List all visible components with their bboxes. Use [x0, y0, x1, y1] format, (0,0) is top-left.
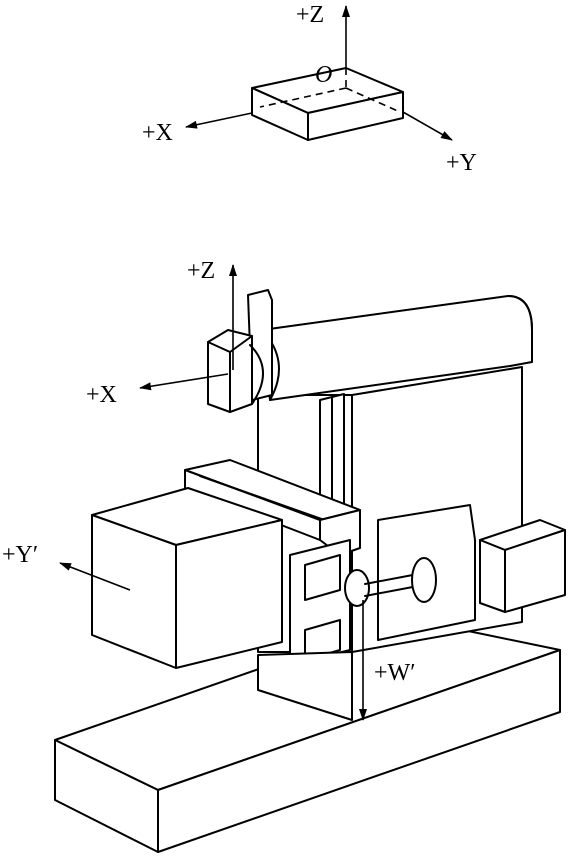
workpiece-hidden-axes [259, 68, 401, 113]
workpiece-z-label: +Z [296, 2, 324, 28]
machine-x-axis [139, 373, 229, 391]
machine-tool [54, 289, 566, 853]
workpiece-x-axis [185, 112, 253, 129]
handwheel[interactable] [344, 557, 437, 607]
overarm [261, 295, 533, 401]
machine-y-prime-axis [59, 562, 131, 591]
workpiece-coordinate-system: +Z O +X +Y [142, 2, 477, 176]
workpiece-x-label: +X [142, 120, 173, 146]
machine-w-prime-label: +W′ [374, 660, 415, 686]
machine-y-prime-label: +Y′ [2, 542, 38, 568]
workpiece-y-axis [402, 111, 453, 141]
spindle-head [207, 289, 273, 413]
column-slide-rails [319, 393, 345, 511]
machine-coordinate-system: +Z +X +Y′ +W′ [2, 258, 415, 721]
horizontal-spindle-box [91, 487, 283, 669]
workpiece-y-label: +Y [446, 150, 477, 176]
machine-z-label: +Z [187, 258, 215, 284]
machine-x-label: +X [86, 382, 117, 408]
side-motor-box [479, 519, 566, 613]
workpiece-origin-label: O [315, 62, 332, 88]
